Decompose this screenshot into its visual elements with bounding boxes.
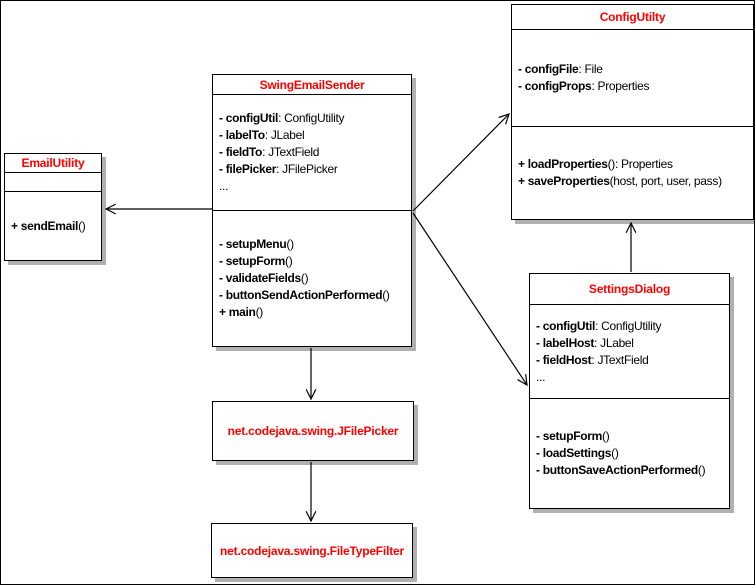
uml-field: - labelTo: JLabel	[219, 128, 305, 142]
class-name-settingsdialog: SettingsDialog	[530, 274, 729, 305]
methods-compartment-swingemailsender: - setupMenu() - setupForm() - validateFi…	[213, 211, 411, 346]
uml-field: - configProps: Properties	[518, 79, 650, 93]
uml-field: - configUtil: ConfigUtility	[219, 111, 345, 125]
uml-field-ellipsis: ...	[219, 179, 229, 193]
uml-field: - fieldTo: JTextField	[219, 145, 320, 159]
fields-compartment-settingsdialog: - configUtil: ConfigUtility - labelHost:…	[530, 305, 729, 399]
uml-method: - setupMenu()	[219, 237, 294, 251]
class-box-configutilty: ConfigUtilty - configFile: File - config…	[511, 4, 754, 220]
uml-method: - buttonSaveActionPerformed()	[536, 463, 706, 477]
methods-compartment-settingsdialog: - setupForm() - loadSettings() - buttonS…	[530, 399, 729, 508]
uml-field-ellipsis: ...	[536, 369, 546, 384]
class-box-filetypefilter: net.codejava.swing.FileTypeFilter	[211, 523, 413, 578]
class-name-filetypefilter: net.codejava.swing.FileTypeFilter	[220, 543, 404, 558]
uml-field: - labelHost: JLabel	[536, 335, 634, 350]
uml-field: - fieldHost: JTextField	[536, 352, 649, 367]
class-name-emailutility: EmailUtility	[5, 154, 101, 173]
class-name-configutilty: ConfigUtilty	[512, 5, 753, 30]
class-name-swingemailsender: SwingEmailSender	[213, 75, 411, 95]
uml-field: - filePicker: JFilePicker	[219, 162, 338, 176]
class-box-swingemailsender: SwingEmailSender - configUtil: ConfigUti…	[212, 74, 412, 347]
class-box-jfilepicker: net.codejava.swing.JFilePicker	[212, 401, 414, 461]
class-box-emailutility: EmailUtility + sendEmail()	[4, 153, 102, 261]
uml-field: - configFile: File	[518, 62, 603, 76]
class-box-settingsdialog: SettingsDialog - configUtil: ConfigUtili…	[529, 273, 730, 509]
class-name-jfilepicker: net.codejava.swing.JFilePicker	[227, 424, 399, 438]
uml-method: + loadProperties(): Properties	[518, 157, 673, 171]
uml-method: - loadSettings()	[536, 446, 619, 460]
uml-method: - setupForm()	[219, 254, 293, 268]
fields-compartment-configutilty: - configFile: File - configProps: Proper…	[512, 30, 753, 127]
uml-method: - setupForm()	[536, 429, 610, 443]
fields-compartment-swingemailsender: - configUtil: ConfigUtility - labelTo: J…	[213, 95, 411, 211]
uml-method: - validateFields()	[219, 271, 309, 285]
methods-compartment-emailutility: + sendEmail()	[5, 192, 101, 260]
uml-method: + saveProperties(host, port, user, pass)	[518, 174, 722, 188]
methods-compartment-configutilty: + loadProperties(): Properties + savePro…	[512, 127, 753, 219]
arrow-swingemailsender-to-settingsdialog	[412, 212, 527, 385]
uml-method: - buttonSendActionPerformed()	[219, 288, 390, 302]
uml-method: + sendEmail()	[11, 218, 86, 233]
uml-field: - configUtil: ConfigUtility	[536, 318, 662, 333]
arrow-swingemailsender-to-configutilty	[412, 114, 509, 212]
uml-method: + main()	[219, 305, 263, 319]
fields-compartment-emailutility	[5, 173, 101, 192]
